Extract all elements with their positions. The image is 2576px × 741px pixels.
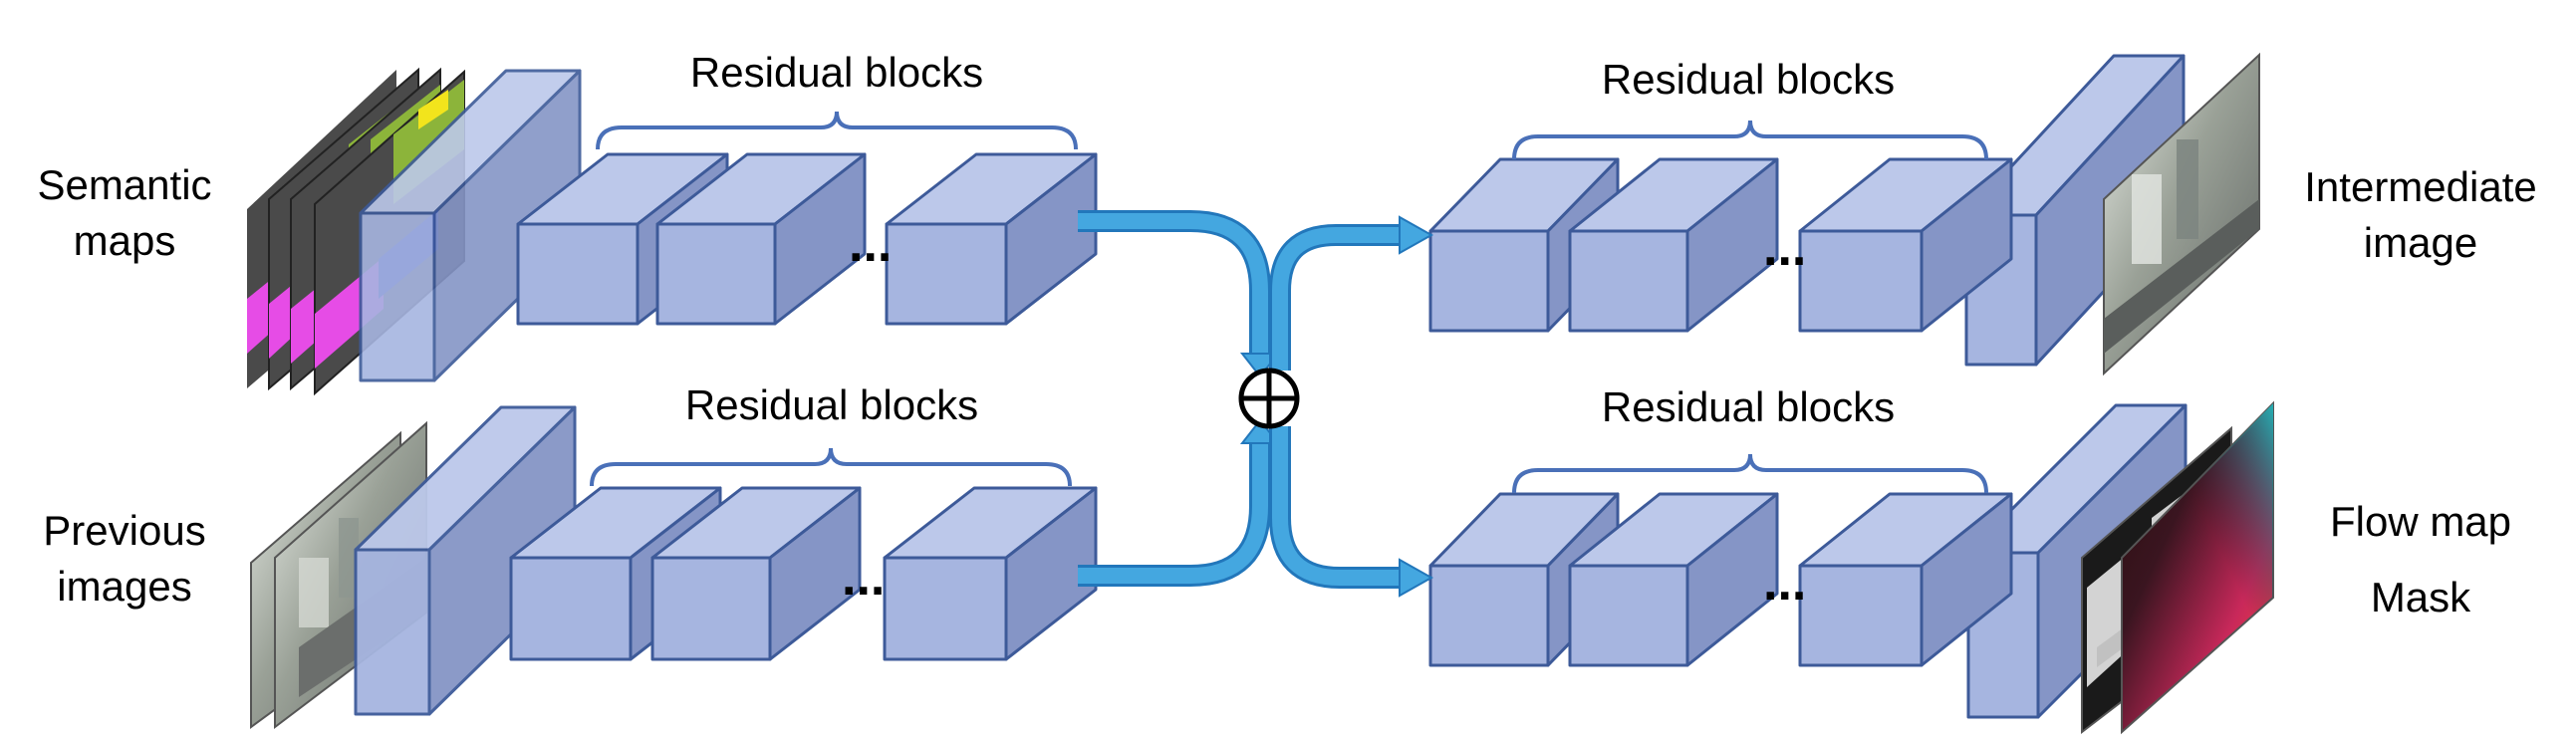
flow-and-mask-images: [2081, 400, 2274, 735]
encoder-conv-block-semantic: [359, 69, 582, 382]
block-front-face: [885, 222, 1008, 326]
residual-block: [1428, 492, 1620, 667]
encoder-conv-block-previous: [354, 405, 577, 716]
intermediate-image-label-line1: Intermediate: [2304, 163, 2537, 210]
residual-blocks-label-top-right: Residual blocks: [1601, 56, 1896, 103]
ellipsis-top-left: ...: [849, 215, 892, 273]
semantic-maps-label-line1: Semantic: [37, 161, 212, 208]
block-front-face: [1798, 564, 1924, 667]
residual-block: [883, 486, 1098, 661]
arrow-bottom-left: [1078, 443, 1271, 587]
block-front-face: [1428, 564, 1550, 667]
combine-symbol: [1238, 368, 1300, 429]
arrow-top-left: [1078, 210, 1271, 354]
residual-blocks-label-top-left: Residual blocks: [689, 49, 984, 96]
blocks-layer: [354, 54, 2188, 719]
block-front-face: [1568, 564, 1689, 667]
block-front-face: [1798, 229, 1924, 333]
ellipsis-bottom-right: ...: [1763, 554, 1806, 612]
brace-bottom-left: [590, 447, 1072, 487]
residual-block: [1798, 492, 2013, 667]
mask-label-text: Mask: [2370, 574, 2471, 620]
flow-map-label-text: Flow map: [2329, 498, 2512, 545]
residual-block: [650, 486, 862, 661]
block-front-face: [883, 556, 1008, 661]
flow-map-label: Flow map: [2291, 494, 2550, 550]
intermediate-image-label-line2: image: [2363, 219, 2478, 266]
residual-block: [885, 152, 1098, 326]
block-front-face: [354, 548, 431, 716]
residual-blocks-label-bottom-left: Residual blocks: [684, 381, 979, 428]
previous-images-label: Previous images: [20, 503, 229, 615]
previous-images-label-line2: images: [57, 563, 192, 610]
semantic-maps-label: Semantic maps: [20, 157, 229, 269]
brace-top-left: [596, 111, 1078, 150]
ellipsis-bottom-left: ...: [842, 549, 885, 607]
previous-images-label-line1: Previous: [43, 507, 206, 554]
mask-label: Mask: [2291, 570, 2550, 625]
flow-map-image: [2121, 400, 2274, 735]
brace-top-right: [1512, 120, 1988, 160]
residual-block: [1568, 492, 1779, 667]
braces-layer: [590, 111, 1988, 494]
brace-bottom-right: [1512, 453, 1988, 494]
block-front-face: [509, 556, 633, 661]
residual-block: [1798, 157, 2013, 333]
ellipses: ... ... ... ...: [842, 215, 1806, 612]
block-front-face: [359, 211, 436, 382]
semantic-maps-label-line2: maps: [73, 217, 176, 264]
block-front-face: [650, 556, 772, 661]
intermediate-image-label: Intermediate image: [2281, 159, 2560, 271]
residual-block: [1568, 157, 1779, 333]
arrows: [1078, 210, 1434, 598]
block-front-face: [655, 222, 777, 326]
ellipsis-top-right: ...: [1763, 219, 1806, 277]
intermediate-image: [2103, 52, 2260, 376]
block-front-face: [1568, 229, 1689, 333]
block-front-face: [516, 222, 640, 326]
block-front-face: [1428, 229, 1550, 333]
residual-blocks-label-bottom-right: Residual blocks: [1601, 383, 1896, 430]
residual-block: [655, 152, 867, 326]
